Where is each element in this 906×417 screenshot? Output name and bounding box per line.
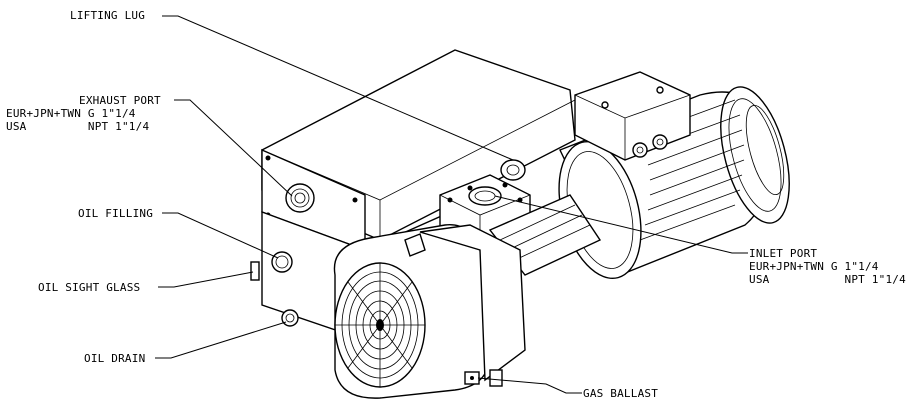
oil-drain-label: OIL DRAIN: [84, 352, 146, 365]
oil-filling-label: OIL FILLING: [78, 207, 154, 220]
inlet-port-thread-eur: EUR+JPN+TWN G 1"1/4: [749, 260, 879, 273]
inlet-port-label: INLET PORT: [749, 247, 818, 260]
exhaust-port-label: EXHAUST PORT: [79, 94, 161, 107]
lifting-lug-label: LIFTING LUG: [70, 9, 146, 22]
exhaust-housing: [261, 49, 576, 252]
leader-lines: [155, 15, 748, 394]
fan-cover: [333, 224, 526, 399]
inlet-port-thread-usa: USA NPT 1"1/4: [749, 273, 906, 286]
gas-ballast-label: GAS BALLAST: [583, 387, 659, 400]
oil-sight-glass-label: OIL SIGHT GLASS: [38, 281, 141, 294]
exhaust-port-thread-eur: EUR+JPN+TWN G 1"1/4: [6, 107, 136, 120]
exhaust-port-thread-usa: USA NPT 1"1/4: [6, 120, 150, 133]
